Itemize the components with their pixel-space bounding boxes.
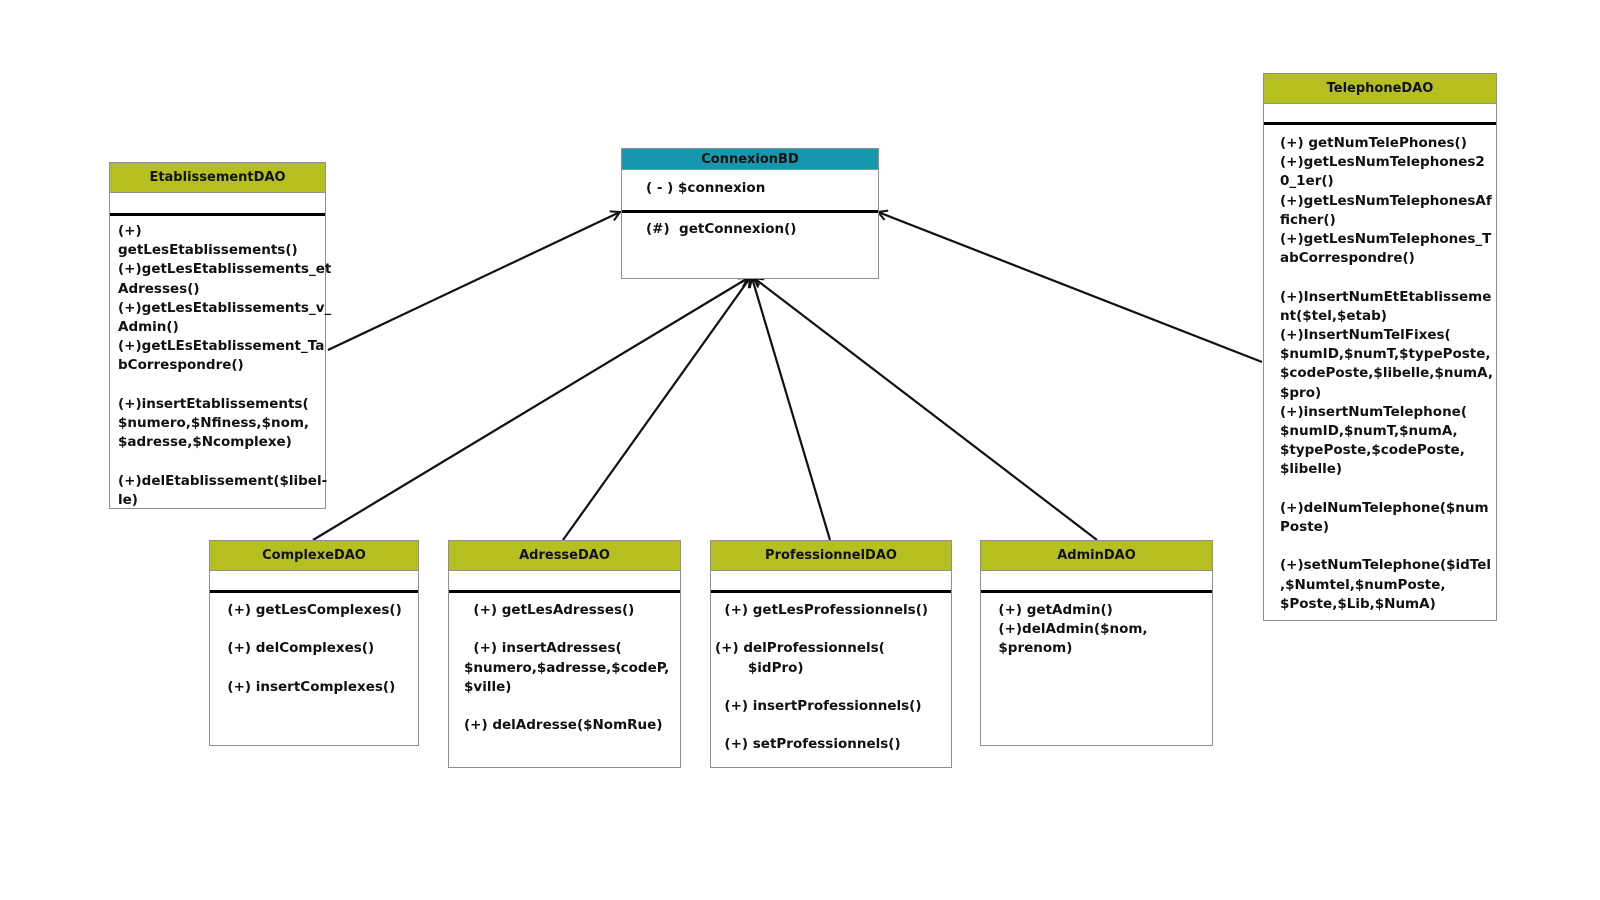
link-adresse-connexion [562,278,750,541]
operation-line [464,697,672,716]
operation-line [118,452,317,471]
operation-line: (+)delEtablissement($libel- [118,472,328,489]
operation-line: (+) setProfessionnels() [715,736,901,753]
operation-line: $numero,$adresse,$codeP, [464,659,670,676]
attributes-section [210,571,418,593]
operation-line: (+)delNumTelephone($num [1280,499,1489,516]
operation-line: (+)getLesEtablissements_et [118,261,332,278]
operation-line: (+)getLesEtablissements_v_ [118,299,332,316]
operation-line: $libelle) [1280,461,1343,478]
class-admin-dao[interactable]: AdminDAO (+) getAdmin() (+)delAdmin($nom… [980,540,1213,746]
operation-line: (+) delAdresse($NomRue) [464,717,663,734]
operation-line: $numero,$Nfiness,$nom, [118,415,310,432]
operation-line: $prenom) [989,640,1073,657]
operation-line: ,$Numtel,$numPoste, [1280,576,1446,593]
class-header: AdresseDAO [449,541,680,571]
attributes-section [711,571,951,593]
operations-section: (+) getLesEtablissements() (+)getLesEtabl… [110,216,332,514]
class-complexe-dao[interactable]: ComplexeDAO (+) getLesComplexes() (+) de… [209,540,419,746]
operations-section: (+) getAdmin() (+)delAdmin($nom, $prenom… [981,593,1212,663]
operation-line: (#) getConnexion() [646,221,797,237]
operation-line: bCorrespondre() [118,357,244,374]
operation-line: (+)getLesNumTelephones2 [1280,154,1485,171]
attributes-section [110,193,325,216]
operation-line: $adresse,$Ncomplexe) [118,434,292,451]
attribute-connexion: ( - ) $connexion [646,180,766,196]
attributes-section [449,571,680,593]
link-complexe-connexion [312,278,748,541]
operation-line: Poste) [1280,519,1329,536]
operation-line: (+) getNumTelePhones() [1280,135,1467,151]
operation-line: le) [118,491,138,508]
class-header: ProfessionnelDAO [711,541,951,571]
operation-line: (+) insertProfessionnels() [715,698,922,715]
operation-line: (+)getLesNumTelephonesAf [1280,192,1492,209]
operation-line: (+)getLEsEtablissement_Ta [118,338,325,355]
class-etablissement-dao[interactable]: EtablissementDAO (+) getLesEtablissement… [109,162,331,509]
operation-line [218,620,410,639]
class-professionnel-dao[interactable]: ProfessionnelDAO (+) getLesProfessionnel… [710,540,952,768]
operation-line [715,620,943,639]
operation-line: (+) insertAdresses( [464,640,622,657]
operation-line: (+)setNumTelephone($idTel [1280,557,1491,574]
link-professionnel-connexion [752,278,832,541]
operation-line: $Poste,$Lib,$NumA) [1280,595,1436,612]
operation-line [218,659,410,678]
class-header: ConnexionBD [622,149,878,170]
attributes-section: ( - ) $connexion [622,170,878,213]
attributes-section [1264,104,1496,125]
link-etablissement-connexion [327,212,620,351]
link-telephone-connexion [878,212,1263,364]
operation-line: (+) getAdmin() [989,602,1113,618]
class-header: AdminDAO [981,541,1212,571]
link-admin-connexion [754,278,1098,541]
operation-line [715,716,943,735]
class-telephone-dao[interactable]: TelephoneDAO (+) getNumTelePhones() (+)ge… [1263,73,1497,621]
operation-line: (+) getLesAdresses() [464,602,635,618]
operation-line: (+)InsertNumEtEtablisseme [1280,288,1492,305]
operation-line: $numID,$numT,$typePoste, [1280,346,1491,363]
operation-line [715,678,943,697]
operation-line [1280,537,1488,556]
operation-line: $ville) [464,678,512,695]
operation-line: (+) getLesComplexes() [218,602,402,618]
class-adresse-dao[interactable]: AdresseDAO (+) getLesAdresses() (+) inse… [448,540,681,768]
attributes-section [981,571,1212,593]
operation-line: (+)insertEtablissements( [118,395,309,412]
operation-line: Adresses() [118,280,200,297]
class-header: EtablissementDAO [110,163,325,193]
operations-section: (#) getConnexion() [622,213,878,243]
class-connexion-bd[interactable]: ConnexionBD ( - ) $connexion (#) getConn… [621,148,879,279]
operations-section: (+) getLesAdresses() (+) insertAdresses(… [449,593,680,739]
operation-line: (+)insertNumTelephone( [1280,403,1468,420]
operation-line: abCorrespondre() [1280,250,1415,267]
class-header: TelephoneDAO [1264,74,1496,104]
operation-line [1280,268,1488,287]
operation-line: $numID,$numT,$numA, [1280,423,1458,440]
operation-line: $typePoste,$codePoste, [1280,442,1465,459]
operation-line: (+)InsertNumTelFixes( [1280,327,1451,344]
operation-line: nt($tel,$etab) [1280,307,1387,324]
operation-line: ficher() [1280,211,1336,228]
class-header: ComplexeDAO [210,541,418,571]
operation-line: Admin() [118,319,179,336]
operation-line: (+)getLesNumTelephones_T [1280,231,1492,248]
operation-line: (+) getLesProfessionnels() [715,602,929,618]
operation-line [464,620,672,639]
operation-line: (+) insertComplexes() [218,678,396,695]
operation-line: (+) delComplexes() [218,640,375,657]
operation-line: (+) delProfessionnels( [715,640,885,657]
operation-line: $pro) [1280,384,1322,401]
operations-section: (+) getLesProfessionnels() (+) delProfes… [711,593,951,759]
operation-line [1280,480,1488,499]
operation-line: 0_1er() [1280,173,1334,190]
operations-section: (+) getLesComplexes() (+) delComplexes()… [210,593,418,701]
operation-line: $idPro) [715,659,804,676]
operation-line [118,376,317,395]
operation-line: $codePoste,$libelle,$numA, [1280,365,1493,382]
operation-line: (+)delAdmin($nom, [989,621,1148,638]
operation-line: (+) getLesEtablissements() [118,223,298,259]
operations-section: (+) getNumTelePhones() (+)getLesNumTeleph… [1264,125,1496,618]
